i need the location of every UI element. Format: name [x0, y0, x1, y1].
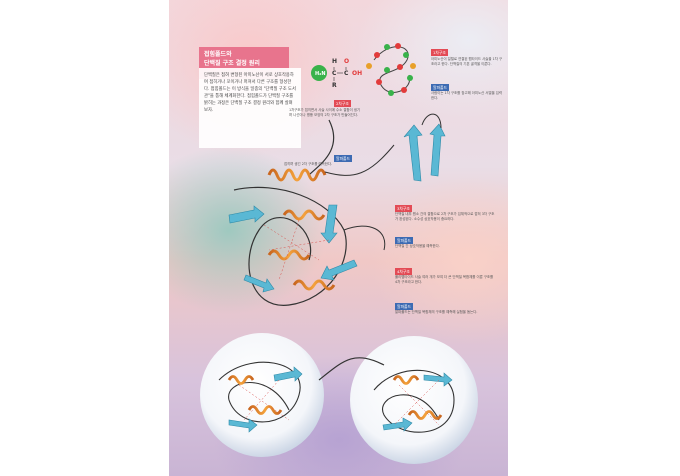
- note-secondary: 1차구조가 접히면서 사슬 사이에 수소 결합이 생기며 나선이나 병풍 모양의…: [289, 108, 361, 118]
- beta-sheet-icon: [403, 123, 446, 182]
- quaternary-sheet-icon: [228, 366, 453, 433]
- title-line-1: 접힘폴드와: [204, 51, 232, 58]
- primary-chain: [366, 43, 416, 96]
- structure-illustration: H₂N C H R C O OH: [200, 43, 478, 464]
- note-alphafold-3: 단백질 간 상호작용을 예측한다.: [395, 244, 440, 248]
- r-group: R: [332, 82, 337, 89]
- protein-sphere-left: [200, 333, 324, 457]
- note-alphafold-1: 사람이는 1차 구조를 참고해 아미노산 서열을 입력한다.: [431, 91, 503, 101]
- hydrogen-atom: H: [332, 58, 337, 65]
- secondary-structure: [267, 113, 446, 182]
- title-line-2: 단백질 구조 결정 원리: [204, 60, 260, 67]
- carbonyl-carbon: C: [344, 70, 349, 77]
- note-alphafold-2: 접히며 생긴 2차 구조를 예측한다.: [284, 162, 333, 166]
- interaction-lines: [263, 219, 330, 281]
- quaternary-structure: [200, 333, 478, 464]
- hydroxyl-group: OH: [352, 70, 362, 77]
- infographic-poster: H₂N C H R C O OH: [169, 0, 508, 476]
- tertiary-sheet-icon: [228, 204, 358, 293]
- oxygen-atom: O: [344, 58, 349, 65]
- tertiary-helix-icon: [267, 209, 336, 291]
- tertiary-structure: [228, 186, 386, 306]
- label-quaternary: 4차구조: [395, 268, 412, 275]
- note-quaternary: 폴리펩타이드 사슬 여러 개가 모여 더 큰 단백질 복합체를 이룬 구조를 4…: [395, 275, 494, 285]
- label-secondary: 2차구조: [334, 100, 351, 107]
- amine-group-icon: [311, 65, 327, 81]
- label-primary: 1차구조: [431, 49, 448, 56]
- note-tertiary: 단백질 내부 원소 간의 결합으로 2차 구조가 입체적으로 접혀 3차 구조가…: [395, 212, 495, 222]
- h2n-label: H₂N: [315, 71, 326, 77]
- alpha-carbon: C: [332, 70, 337, 77]
- intro-text: 단백질은 접혀 변형된 아미노산이 서로 상호작용하며 접히거나 꼬이거나 퍼져…: [199, 68, 301, 148]
- amino-acid-formula: H₂N C H R C O OH: [311, 58, 362, 89]
- label-alphafold-3: 알파폴드: [395, 237, 413, 244]
- label-tertiary: 3차구조: [395, 205, 412, 212]
- label-alphafold-1: 알파폴드: [431, 84, 449, 91]
- label-alphafold-4: 알파폴드: [395, 303, 413, 310]
- note-alphafold-4: 알파폴드는 단백질 복합체의 구조를 예측해 실험을 돕는다.: [395, 310, 478, 314]
- quaternary-helix-icon: [227, 375, 443, 420]
- alpha-helix-icon: [267, 168, 327, 182]
- note-primary: 아미노산이 일렬로 연결된 펩타이드 사슬을 1차 구조라고 한다. 단백질의 …: [431, 57, 503, 67]
- label-alphafold-2: 알파폴드: [334, 155, 352, 162]
